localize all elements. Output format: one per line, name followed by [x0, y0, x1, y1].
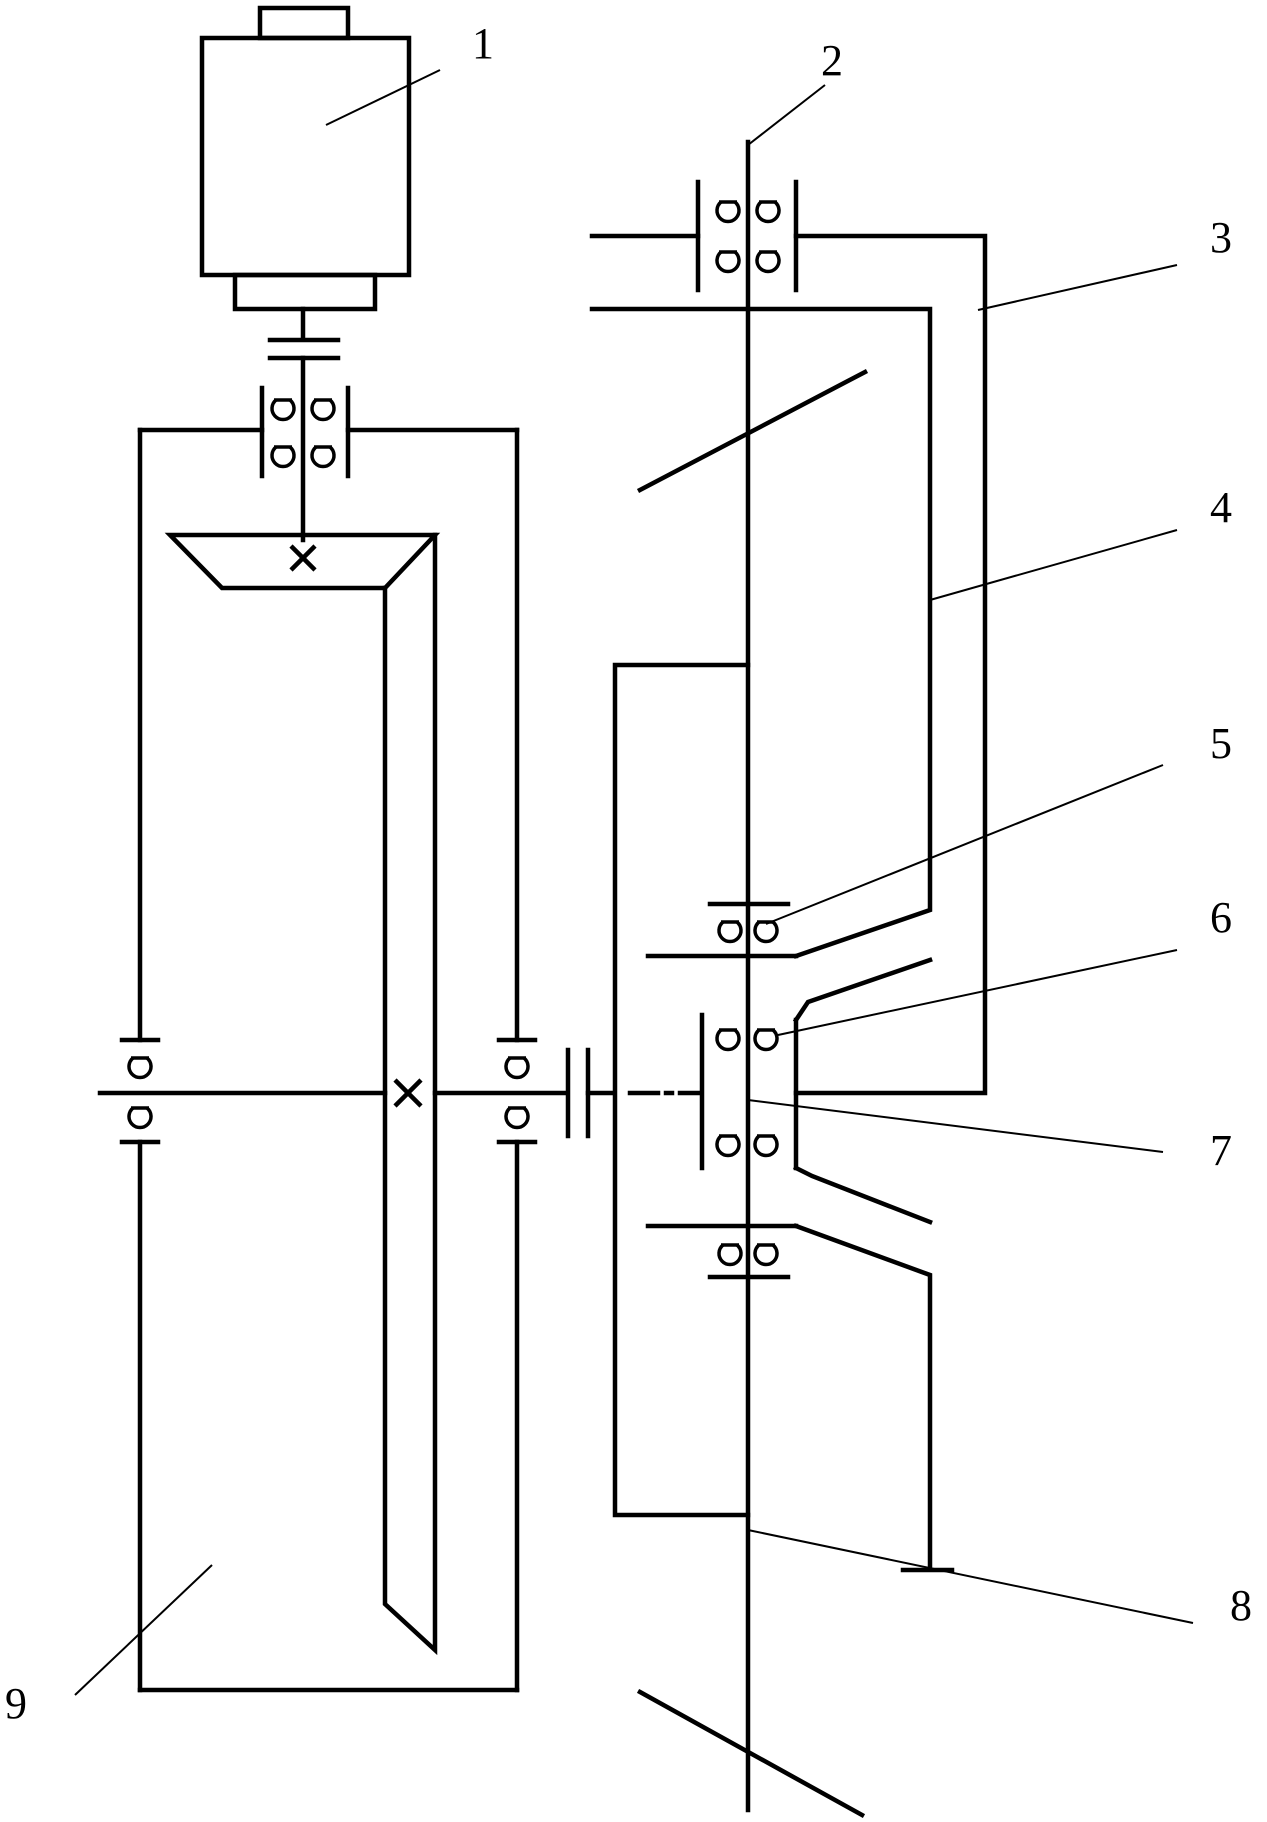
- label-5: 5: [1210, 719, 1232, 768]
- shaft-coupling: [568, 1050, 700, 1136]
- carrier-bracket: [615, 665, 748, 1515]
- motor-top-cap: [260, 8, 348, 38]
- motor-body: [202, 38, 409, 275]
- label-2: 2: [821, 36, 843, 85]
- bevel-pinion: [170, 535, 435, 588]
- upper-inclined-plate: [640, 372, 865, 490]
- motor-base: [235, 275, 375, 309]
- leader-lines: [75, 70, 1193, 1695]
- inner-frame: [592, 309, 930, 956]
- label-8: 8: [1230, 1581, 1252, 1630]
- left-gearbox-housing: [140, 430, 517, 1690]
- large-bevel-gear: [385, 535, 435, 1650]
- label-9: 9: [5, 1679, 27, 1728]
- label-3: 3: [1210, 213, 1232, 262]
- bearing-5: [648, 904, 796, 956]
- lower-support-leg: [796, 1226, 952, 1570]
- label-1: 1: [472, 19, 494, 68]
- lower-bearing: [648, 1226, 796, 1277]
- labels: 1 2 3 4 5 6 7 8 9: [5, 19, 1252, 1728]
- label-4: 4: [1210, 483, 1232, 532]
- bottom-inclined-plate: [640, 1692, 862, 1815]
- label-6: 6: [1210, 893, 1232, 942]
- input-shaft-bearing: [262, 358, 348, 540]
- motor: [202, 8, 409, 358]
- label-7: 7: [1210, 1126, 1232, 1175]
